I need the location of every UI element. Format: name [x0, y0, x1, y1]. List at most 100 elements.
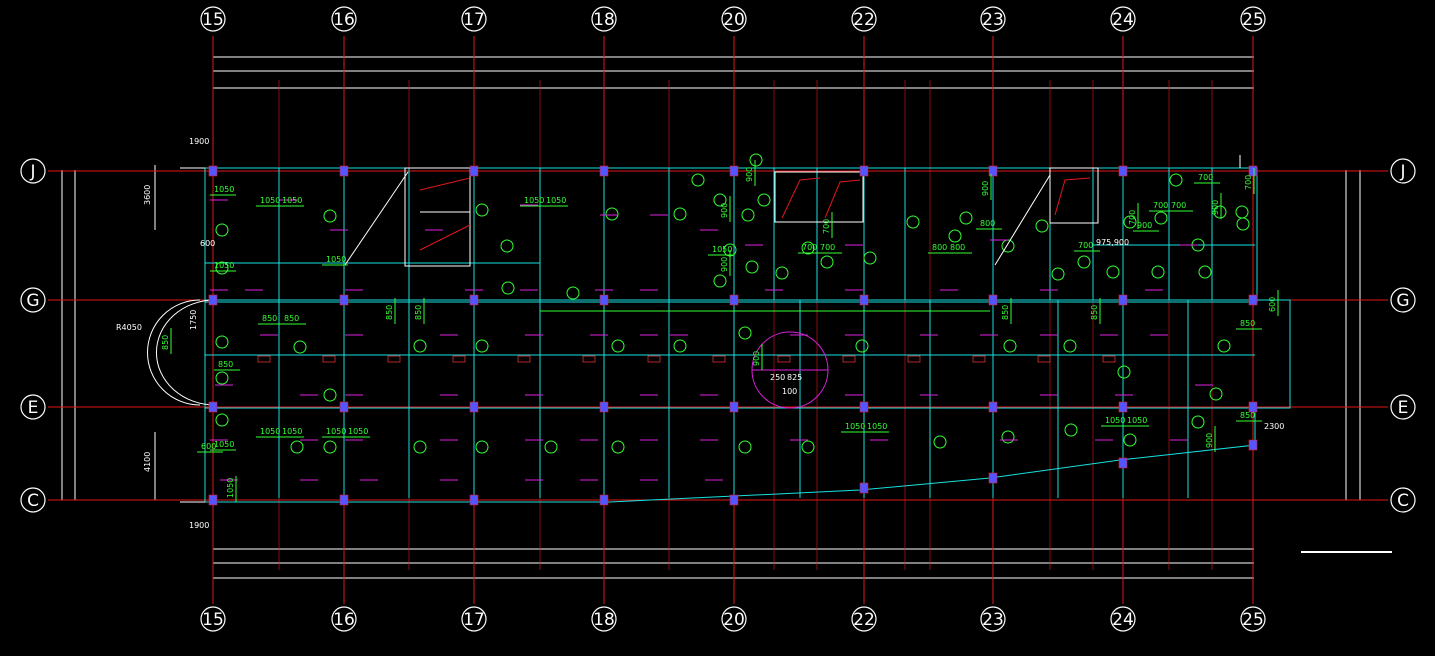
window-label: 700 [1153, 201, 1168, 210]
window-label: 700 [820, 243, 835, 252]
window-label: 1050 [282, 196, 302, 205]
column [1248, 294, 1258, 306]
grid-bubble-24-bottom [1110, 606, 1136, 632]
column [208, 494, 218, 506]
grid-bubble-15-top [200, 6, 226, 32]
dim-top-left: 1900 [189, 137, 209, 146]
stair-3 [994, 167, 1099, 266]
fixture-circle [215, 223, 229, 237]
fixture-circle [801, 440, 815, 454]
window-label: 700 [1244, 175, 1253, 190]
grid-bubble-E-right [1390, 394, 1416, 420]
fixture-circle [820, 255, 834, 269]
grid-label-E: E [1398, 398, 1409, 418]
column [208, 294, 218, 306]
fixture-circle [933, 435, 947, 449]
window-label: 1050 [282, 427, 302, 436]
grid-label-25: 25 [1242, 610, 1264, 630]
door-mark [907, 355, 921, 363]
door-mark [647, 355, 661, 363]
fixture-circle [691, 173, 705, 187]
window-label: 850 [218, 360, 233, 369]
grid-bubble-24-top [1110, 6, 1136, 32]
fixture-circle [1106, 265, 1120, 279]
grid-label-17: 17 [463, 10, 485, 30]
window-label: 700 [1128, 210, 1137, 225]
window-label: 600 [1268, 297, 1277, 312]
grid-label-24: 24 [1112, 610, 1134, 630]
column [208, 401, 218, 413]
window-label: 700 [822, 219, 831, 234]
window-label: 850 [1001, 305, 1010, 320]
column [859, 482, 869, 494]
grid-label-J: J [1399, 162, 1405, 182]
fixture-circle [906, 215, 920, 229]
column [729, 294, 739, 306]
column [859, 165, 869, 177]
column [339, 294, 349, 306]
fixture-circle [323, 440, 337, 454]
grid-label-18: 18 [593, 610, 615, 630]
window-label: 700 [1078, 241, 1093, 250]
window-label: 700 [1171, 201, 1186, 210]
grid-bubble-C-right [1390, 487, 1416, 513]
column [469, 165, 479, 177]
window-label: 850 [385, 305, 394, 320]
grid-label-25: 25 [1242, 10, 1264, 30]
column [729, 401, 739, 413]
fixture-circle [544, 440, 558, 454]
column [1118, 165, 1128, 177]
column [988, 165, 998, 177]
room-partitions [205, 168, 1255, 498]
fixture-circle [757, 193, 771, 207]
door-mark [1037, 355, 1051, 363]
fixture-circle [215, 261, 229, 275]
grid-bubble-25-top [1240, 6, 1266, 32]
fixture-circle [323, 209, 337, 223]
structural-columns [208, 165, 1258, 506]
column [1248, 401, 1258, 413]
grid-label-16: 16 [333, 10, 355, 30]
grid-bubble-J-right [1390, 158, 1416, 184]
grid-label-E: E [28, 398, 39, 418]
fixture-circle [745, 260, 759, 274]
column [859, 401, 869, 413]
column [339, 494, 349, 506]
fixture-circle [1077, 255, 1091, 269]
column [469, 294, 479, 306]
fixture-circle [855, 339, 869, 353]
dim-left-upper: 3600 [143, 185, 152, 205]
grid-label-18: 18 [593, 10, 615, 30]
door-mark [257, 355, 271, 363]
grid-label-15: 15 [202, 610, 224, 630]
column [599, 494, 609, 506]
fixture-circle [290, 440, 304, 454]
door-mark [322, 355, 336, 363]
column [469, 494, 479, 506]
window-label: 900 [1205, 433, 1214, 448]
fixture-circle [215, 413, 229, 427]
fixture-circle [1209, 387, 1223, 401]
window-label: 1050 [326, 427, 346, 436]
grid-label-22: 22 [853, 10, 875, 30]
grid-label-17: 17 [463, 610, 485, 630]
fixture-circle [1235, 205, 1249, 219]
fixture-circle [215, 335, 229, 349]
window-label: 850 [414, 305, 423, 320]
fixture-circle [413, 440, 427, 454]
column [729, 494, 739, 506]
door-mark [1102, 355, 1116, 363]
fixture-circle [741, 208, 755, 222]
window-label: 850 [1240, 319, 1255, 328]
fixture-circle [566, 286, 580, 300]
grid-bubble-23-top [980, 6, 1006, 32]
grid-bubble-16-bottom [331, 606, 357, 632]
window-label: 1050 [867, 422, 887, 431]
grid-bubble-20-top [721, 6, 747, 32]
fixture-circle [475, 339, 489, 353]
fixture-circle [1154, 211, 1168, 225]
dimension-lines-left [61, 165, 156, 500]
window-label: 850 [1090, 305, 1099, 320]
secondary-axes [278, 80, 1213, 570]
fixture-circle [1169, 173, 1183, 187]
